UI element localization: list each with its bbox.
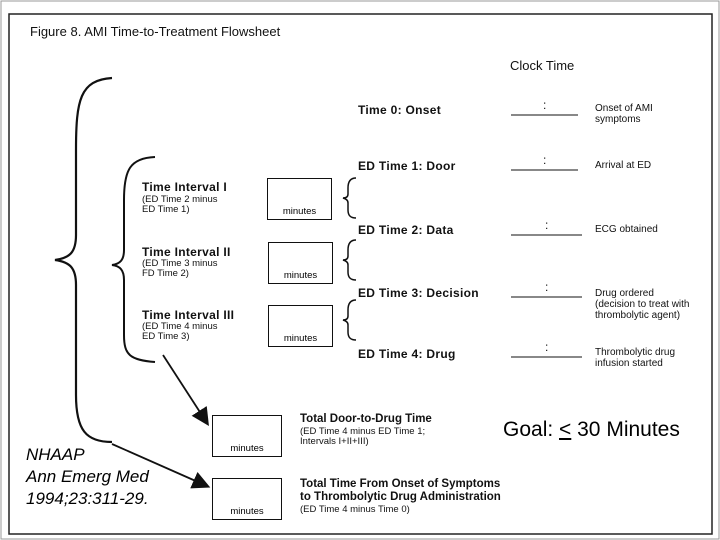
total-onset-drug-title2: to Thrombolytic Drug Administration [300,491,501,503]
citation-line-2: Ann Emerg Med [26,467,149,486]
total-door-drug-box: minutes [212,415,282,457]
interval-3-sub1: (ED Time 4 minus [142,321,218,332]
time-label-door: ED Time 1: Door [358,159,456,173]
desc-door: Arrival at ED [595,160,652,171]
arrow-to-onset-drug [111,443,211,489]
desc-drug: Thrombolytic drug infusion started [595,347,676,369]
clock-colon-1: : [543,153,547,167]
interval-3-box: minutes [268,305,333,347]
interval-3-title: Time Interval III [142,308,235,322]
interval-2-title: Time Interval II [142,245,231,259]
citation-line-3: 1994;23:311-29. [26,489,149,508]
less-or-equal-symbol: < [559,418,572,441]
medium-brace [111,156,156,363]
interval-3-sub2: ED Time 3) [142,331,190,342]
interval-1-box: minutes [267,178,332,220]
time-label-decision: ED Time 3: Decision [358,286,479,300]
total-onset-drug-sub1: (ED Time 4 minus Time 0) [300,504,410,515]
arrow-to-door-drug [162,354,209,427]
interval-2-sub1: (ED Time 3 minus [142,258,218,269]
clock-colon-4: : [545,340,549,354]
desc-decision: Drug ordered (decision to treat with thr… [595,288,690,321]
time-label-drug: ED Time 4: Drug [358,347,456,361]
total-door-drug-sub1: (ED Time 4 minus ED Time 1; [300,426,426,437]
small-brace-3 [342,299,357,341]
time-label-onset: Time 0: Onset [358,103,442,117]
small-brace-1 [342,177,357,219]
desc-onset: Onset of AMI symptoms [595,103,653,125]
citation: NHAAP Ann Emerg Med 1994;23:311-29. [26,444,149,510]
interval-2-box: minutes [268,242,333,284]
clock-time-label: Clock Time [510,58,575,73]
clock-colon-2: : [545,218,549,232]
interval-1-sub2: ED Time 1) [142,204,190,215]
small-brace-2 [342,239,357,281]
interval-1-sub1: (ED Time 2 minus [142,194,218,205]
interval-1-title: Time Interval I [142,180,227,194]
large-brace [54,76,113,444]
total-onset-drug-title: Total Time From Onset of Symptoms [300,478,501,490]
time-label-data: ED Time 2: Data [358,223,454,237]
desc-data: ECG obtained [595,224,658,235]
total-door-drug-title: Total Door-to-Drug Time [300,413,432,425]
total-door-drug-sub2: Intervals I+II+III) [300,436,369,447]
total-onset-drug-box: minutes [212,478,282,520]
figure-title: Figure 8. AMI Time-to-Treatment Flowshee… [30,24,281,39]
goal-text: Goal: < 30 Minutes [503,418,680,441]
interval-2-sub2: FD Time 2) [142,268,189,279]
clock-colon-3: : [545,280,549,294]
citation-line-1: NHAAP [26,445,85,464]
clock-colon-0: : [543,98,547,112]
